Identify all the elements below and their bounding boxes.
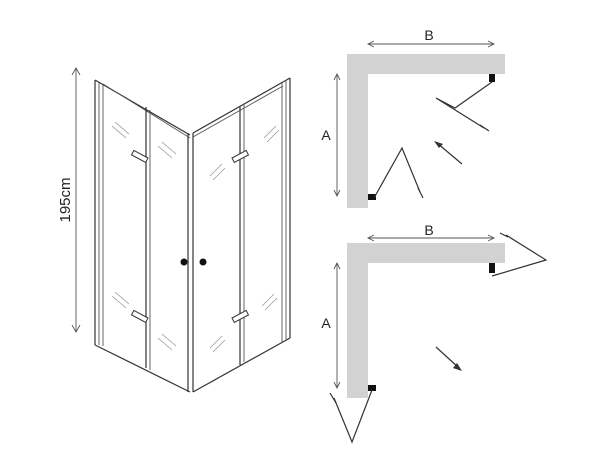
hinge-icon — [130, 149, 149, 164]
door-knob-icon — [180, 258, 188, 266]
wall-corner — [347, 243, 505, 398]
hinge-icon — [231, 309, 250, 324]
glass-reflection — [111, 121, 280, 353]
door-knob-icon — [199, 258, 207, 266]
enclosure-perspective — [94, 77, 291, 393]
plan-view-inward: B A — [321, 27, 505, 208]
hinge-icon — [130, 309, 149, 324]
height-label: 195cm — [57, 177, 74, 222]
dimension-a-label: A — [321, 127, 331, 143]
arrow-icon — [435, 346, 462, 371]
plan-view-outward: B A — [321, 222, 548, 444]
hinge-icon — [231, 149, 250, 164]
dimension-b-label: B — [424, 27, 433, 43]
wall-corner — [347, 54, 505, 208]
dimension-b-label: B — [424, 222, 433, 238]
height-dimension: 195cm — [57, 67, 81, 333]
dimension-a-label: A — [321, 315, 331, 331]
arrow-icon — [434, 141, 463, 165]
